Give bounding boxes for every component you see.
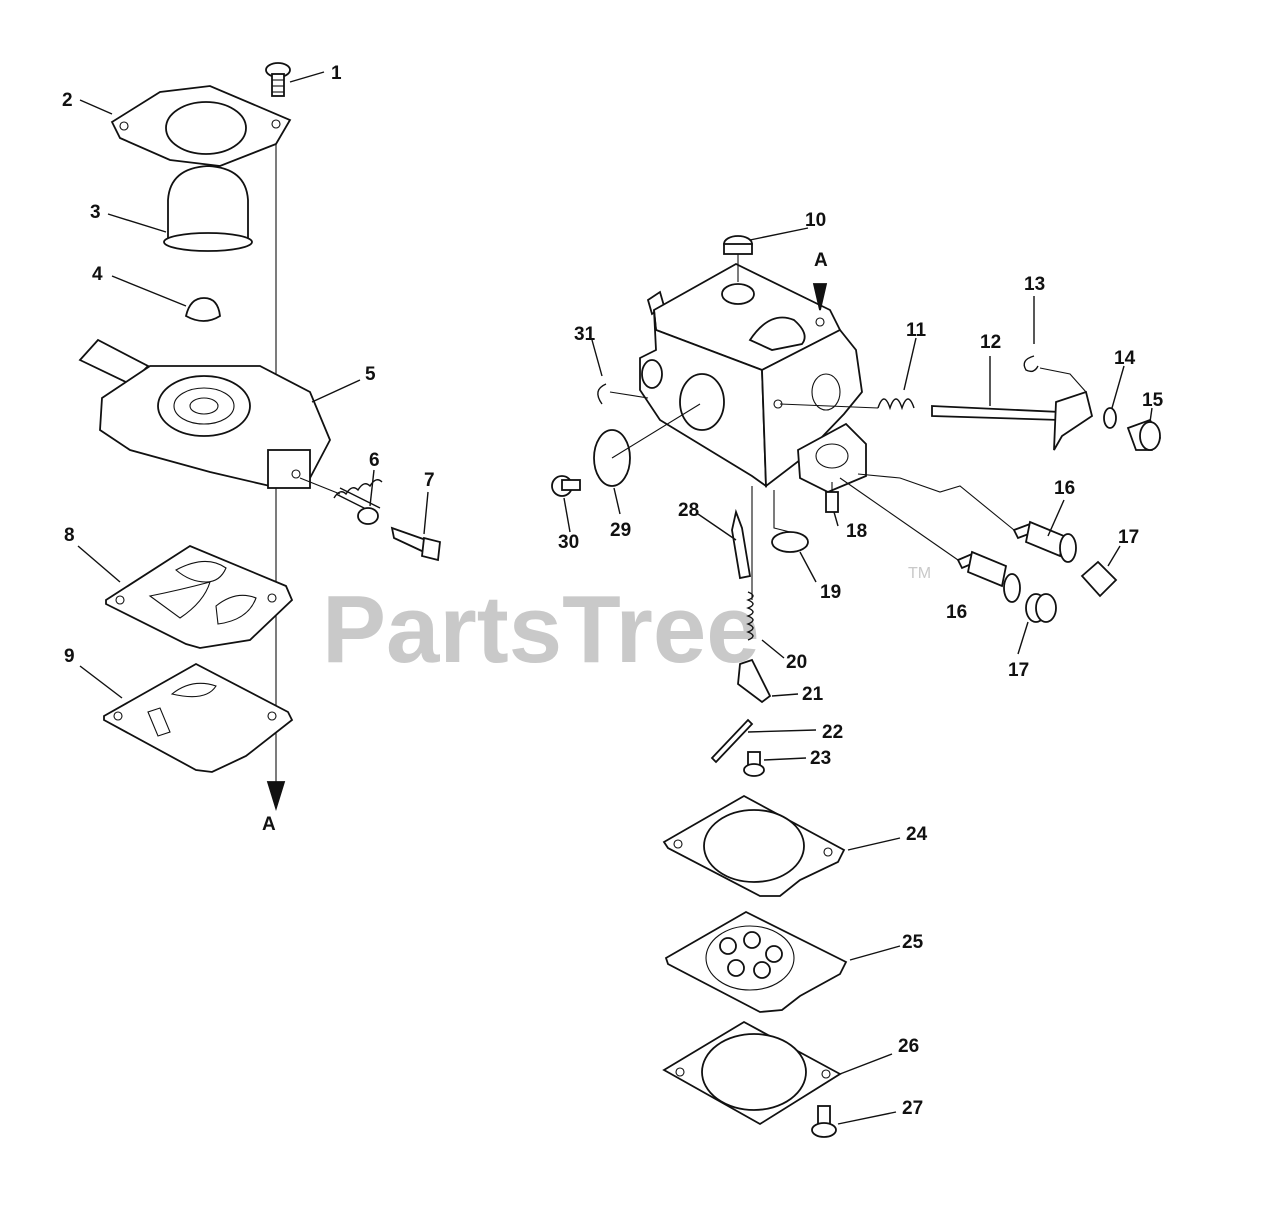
callout-23: 23: [810, 748, 831, 769]
part-10-filter-screen: [723, 235, 753, 282]
callout-19: 19: [820, 582, 841, 603]
callout-5: 5: [365, 364, 376, 385]
part-25-diaphragm: [664, 910, 848, 1013]
part-23-screw: [743, 751, 765, 777]
callout-8: 8: [64, 525, 75, 546]
part-2-cover: [110, 85, 292, 167]
part-7-needle-screw: [390, 526, 441, 562]
part-27-screw: [811, 1105, 837, 1138]
callout-14: 14: [1114, 348, 1136, 369]
part-19-disk: [771, 490, 809, 553]
callout-26: 26: [898, 1036, 919, 1057]
carburetor-body: [639, 262, 867, 493]
part-30-screw: [551, 475, 581, 497]
callout-labels: 1 2 3 4 5 6 7 8 9 10 11 12 13 14 15 16 1…: [62, 63, 1164, 1119]
part-13-clip: [1023, 355, 1087, 393]
part-12-throttle-shaft: [931, 390, 1094, 451]
callout-3: 3: [90, 202, 101, 223]
callout-18: 18: [846, 521, 867, 542]
callout-2: 2: [62, 90, 73, 111]
callout-29: 29: [610, 520, 631, 541]
callout-31: 31: [574, 324, 596, 345]
part-11-spring: [779, 398, 915, 411]
part-26-cover: [662, 1020, 842, 1126]
part-21-lever: [737, 658, 772, 704]
callout-21: 21: [802, 684, 824, 705]
callout-1: 1: [331, 63, 342, 84]
callout-6: 6: [369, 450, 380, 471]
part-16-needle-lower: [839, 477, 1021, 603]
part-8-diaphragm: [105, 544, 294, 649]
callout-28: 28: [678, 500, 699, 521]
watermark-text: PartsTree: [322, 576, 760, 683]
callout-20: 20: [786, 652, 807, 673]
callout-11: 11: [906, 320, 927, 341]
part-3-primer-bulb: [163, 165, 253, 252]
callout-17a: 17: [1118, 527, 1139, 548]
callout-9: 9: [64, 646, 75, 667]
part-22-pin: [710, 718, 754, 764]
callout-17b: 17: [1008, 660, 1029, 681]
arrow-a-left: [266, 781, 286, 812]
leader-lines: [77, 71, 1153, 1125]
callout-30: 30: [558, 532, 579, 553]
part-31-clip: [597, 383, 607, 405]
callout-16a: 16: [1054, 478, 1075, 499]
watermark-trademark: TM: [908, 565, 931, 582]
arrow-a-right: [812, 283, 828, 311]
part-15-cap: [1126, 418, 1162, 451]
callout-13: 13: [1024, 274, 1045, 295]
callout-16b: 16: [946, 602, 967, 623]
ref-mark-a-right: A: [814, 250, 828, 271]
callout-27: 27: [902, 1098, 923, 1119]
ref-mark-a-left: A: [262, 814, 276, 835]
leader-31-body: [609, 391, 649, 399]
callout-4: 4: [92, 264, 103, 285]
part-20-spring: [746, 591, 754, 641]
callout-12: 12: [980, 332, 1001, 353]
part-24-gasket: [662, 794, 846, 897]
part-29-cover: [593, 403, 701, 487]
part-1-screw: [265, 62, 291, 97]
callout-15: 15: [1142, 390, 1164, 411]
callout-25: 25: [902, 932, 924, 953]
part-14-washer: [1103, 407, 1117, 429]
part-6-spring: [333, 479, 383, 525]
part-17-cap-lower: [1025, 593, 1057, 623]
callout-24: 24: [906, 824, 928, 845]
leader-5-6: [299, 477, 341, 495]
part-4-valve: [184, 297, 221, 322]
part-28-inlet-needle: [731, 486, 753, 600]
part-17-cap-upper: [1080, 560, 1118, 598]
part-5-primer-body: [78, 338, 331, 489]
part-16-needle-upper: [857, 473, 1077, 563]
callout-22: 22: [822, 722, 843, 743]
callout-7: 7: [424, 470, 435, 491]
callout-10: 10: [805, 210, 826, 231]
part-9-gasket: [103, 662, 294, 773]
part-18-plug: [825, 482, 839, 513]
